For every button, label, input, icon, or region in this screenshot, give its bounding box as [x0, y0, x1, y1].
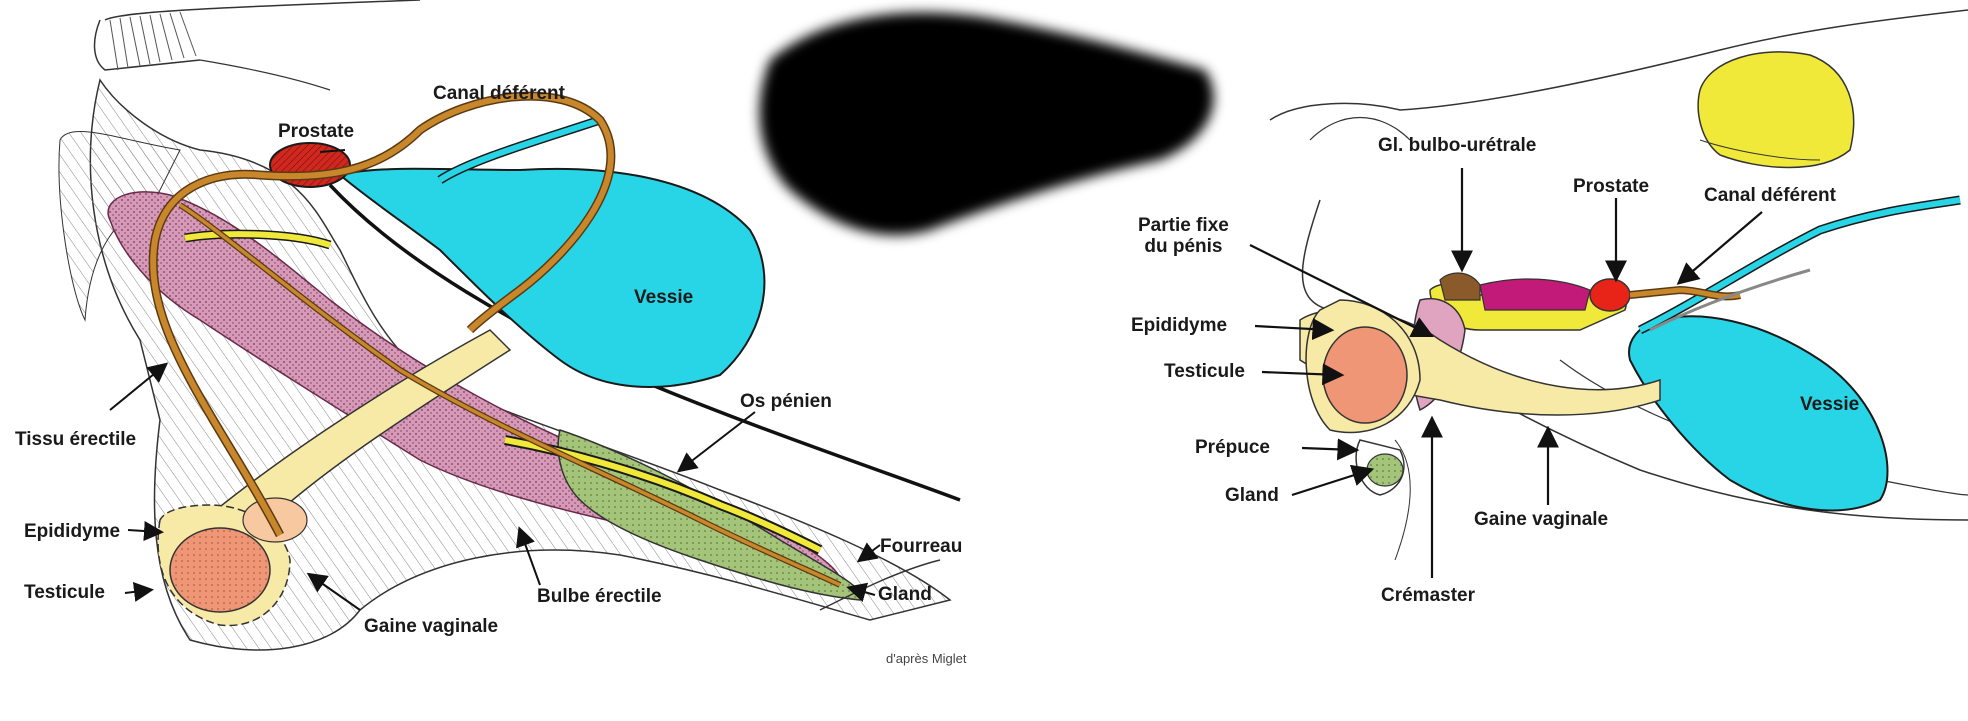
label-partie-fixe: Partie fixe du pénis [1138, 215, 1229, 257]
label-canal-deferent-left: Canal déférent [433, 83, 565, 104]
label-gl-bulbo-uretrale: Gl. bulbo-urétrale [1378, 135, 1537, 156]
label-fourreau: Fourreau [880, 536, 963, 557]
label-credit: d'après Miglet [886, 651, 967, 666]
right-diagram [1249, 9, 1968, 578]
redaction-blob [759, 12, 1214, 236]
label-os-penien: Os pénien [740, 391, 832, 412]
label-testicule-left: Testicule [24, 582, 105, 603]
label-prostate-left: Prostate [278, 121, 355, 142]
label-gaine-vaginale-left: Gaine vaginale [364, 616, 499, 637]
label-epididyme-left: Epididyme [24, 521, 121, 542]
label-vessie-left: Vessie [634, 287, 694, 308]
label-bulbe-erectile: Bulbe érectile [537, 586, 662, 607]
label-canal-deferent-right: Canal déférent [1704, 185, 1836, 206]
label-gaine-vaginale-right: Gaine vaginale [1474, 509, 1609, 530]
label-vessie-right: Vessie [1800, 394, 1860, 415]
label-gland-right: Gland [1225, 485, 1279, 506]
label-gland-left: Gland [878, 584, 932, 605]
label-tissu-erectile: Tissu érectile [15, 429, 137, 450]
label-testicule-right: Testicule [1164, 361, 1245, 382]
label-cremaster: Crémaster [1381, 585, 1475, 606]
label-epididyme-right: Epididyme [1131, 315, 1228, 336]
label-prostate-right: Prostate [1573, 176, 1650, 197]
label-prepuce: Prépuce [1195, 437, 1270, 458]
left-diagram [58, 0, 961, 651]
